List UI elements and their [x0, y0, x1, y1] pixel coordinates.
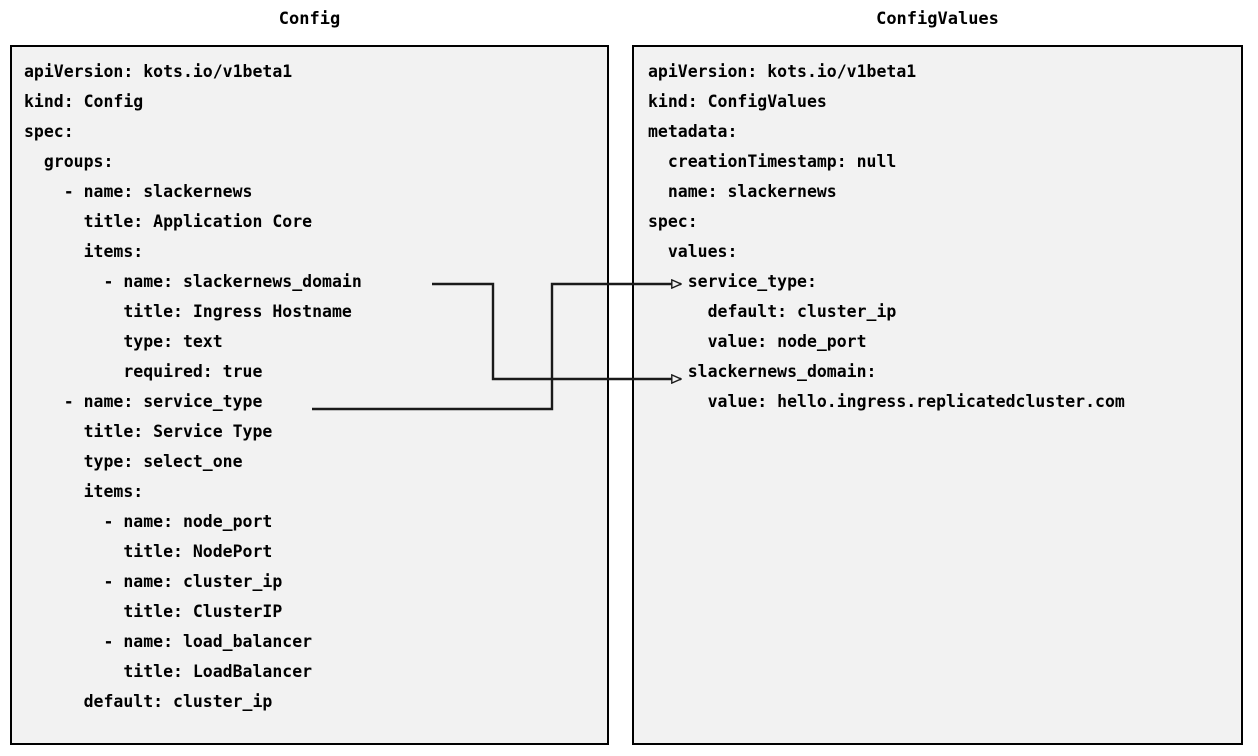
code-line: metadata: [648, 122, 738, 141]
panel-title-configvalues: ConfigValues [876, 9, 999, 29]
panel-configvalues: apiVersion: kots.io/v1beta1 kind: ConfigV… [632, 45, 1243, 745]
code-line: - name: service_type [24, 392, 263, 411]
panel-title-config: Config [278, 9, 341, 29]
code-line: apiVersion: kots.io/v1beta1 [24, 62, 293, 81]
code-line: apiVersion: kots.io/v1beta1 [648, 62, 917, 81]
code-line: title: Service Type [24, 422, 273, 441]
code-line: spec: [648, 212, 698, 231]
code-line: type: select_one [24, 452, 243, 471]
code-line: spec: [24, 122, 74, 141]
code-line: groups: [24, 152, 114, 171]
code-line: type: text [24, 332, 223, 351]
code-line: value: hello.ingress.replicatedcluster.c… [648, 392, 1125, 411]
panel-config: apiVersion: kots.io/v1beta1 kind: Config s… [10, 45, 609, 745]
code-line: title: ClusterIP [24, 602, 283, 621]
code-line: required: true [24, 362, 263, 381]
code-line: values: [648, 242, 738, 261]
code-line: - name: slackernews [24, 182, 253, 201]
code-line: items: [24, 242, 144, 261]
code-line: creationTimestamp: null [648, 152, 897, 171]
code-line: - name: slackernews_domain [24, 272, 362, 291]
code-line: slackernews_domain: [648, 362, 877, 381]
code-line: title: Application Core [24, 212, 313, 231]
code-line: title: NodePort [24, 542, 273, 561]
code-line: - name: node_port [24, 512, 273, 531]
code-line: - name: cluster_ip [24, 572, 283, 591]
code-line: kind: Config [24, 92, 144, 111]
code-line: value: node_port [648, 332, 867, 351]
code-line: - name: load_balancer [24, 632, 313, 651]
code-line: default: cluster_ip [648, 302, 897, 321]
code-line: items: [24, 482, 144, 501]
code-line: name: slackernews [648, 182, 837, 201]
code-line: service_type: [648, 272, 817, 291]
code-line: title: Ingress Hostname [24, 302, 352, 321]
code-line: kind: ConfigValues [648, 92, 827, 111]
code-line: title: LoadBalancer [24, 662, 313, 681]
code-line: default: cluster_ip [24, 692, 273, 711]
